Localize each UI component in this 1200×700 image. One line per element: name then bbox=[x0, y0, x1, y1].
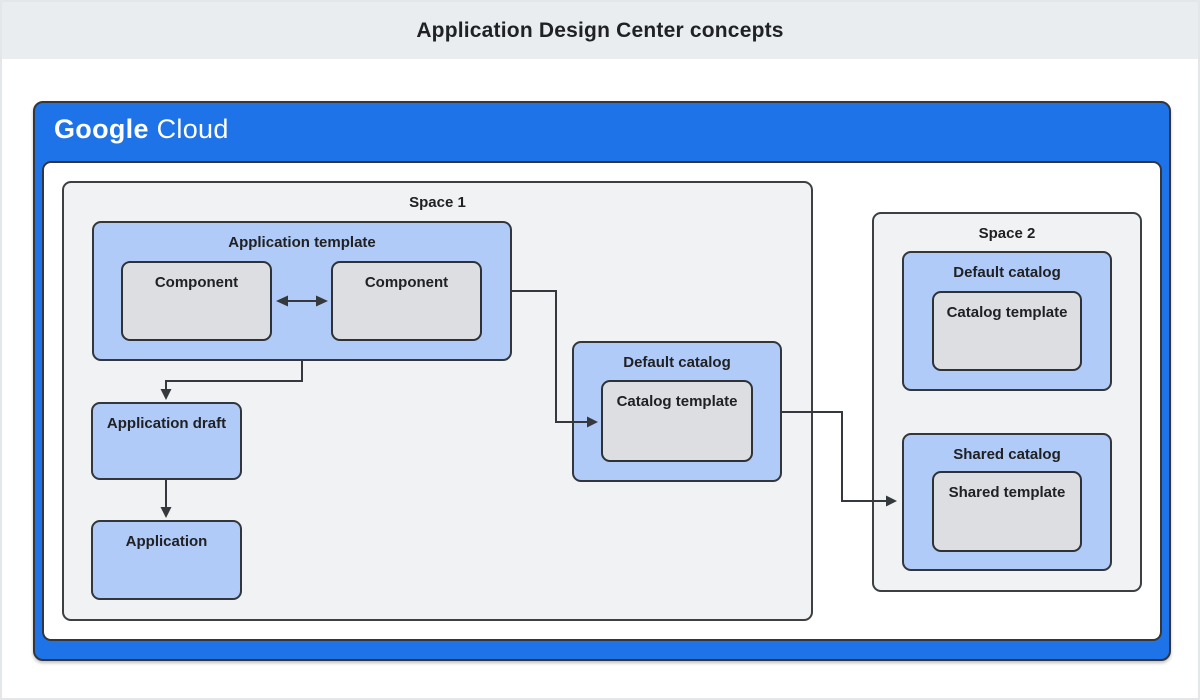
logo-cloud-text: Cloud bbox=[156, 114, 229, 144]
space-1-label: Space 1 bbox=[409, 194, 466, 211]
application-box: Application bbox=[91, 520, 242, 600]
space2-catalog-template-box: Catalog template bbox=[932, 291, 1082, 371]
space1-catalog-template-label: Catalog template bbox=[616, 393, 738, 410]
application-draft-box: Application draft bbox=[91, 402, 242, 480]
application-label: Application bbox=[125, 533, 208, 550]
space2-catalog-template-label: Catalog template bbox=[946, 304, 1068, 321]
shared-template-label: Shared template bbox=[948, 484, 1066, 501]
title-bar: Application Design Center concepts bbox=[2, 2, 1198, 59]
space1-catalog-template-box: Catalog template bbox=[601, 380, 753, 462]
google-cloud-logo: Google Cloud bbox=[54, 114, 229, 145]
component-left-label: Component bbox=[154, 274, 239, 291]
application-draft-label: Application draft bbox=[106, 415, 227, 432]
logo-google-text: Google bbox=[54, 114, 149, 144]
space2-default-catalog-label: Default catalog bbox=[953, 264, 1061, 281]
component-right-label: Component bbox=[364, 274, 449, 291]
component-box-right: Component bbox=[331, 261, 482, 341]
shared-template-box: Shared template bbox=[932, 471, 1082, 552]
space-2-label: Space 2 bbox=[978, 225, 1036, 242]
application-template-label: Application template bbox=[228, 234, 376, 251]
component-box-left: Component bbox=[121, 261, 272, 341]
space1-default-catalog-label: Default catalog bbox=[623, 354, 731, 371]
page-title: Application Design Center concepts bbox=[416, 18, 784, 42]
shared-catalog-label: Shared catalog bbox=[953, 446, 1061, 463]
